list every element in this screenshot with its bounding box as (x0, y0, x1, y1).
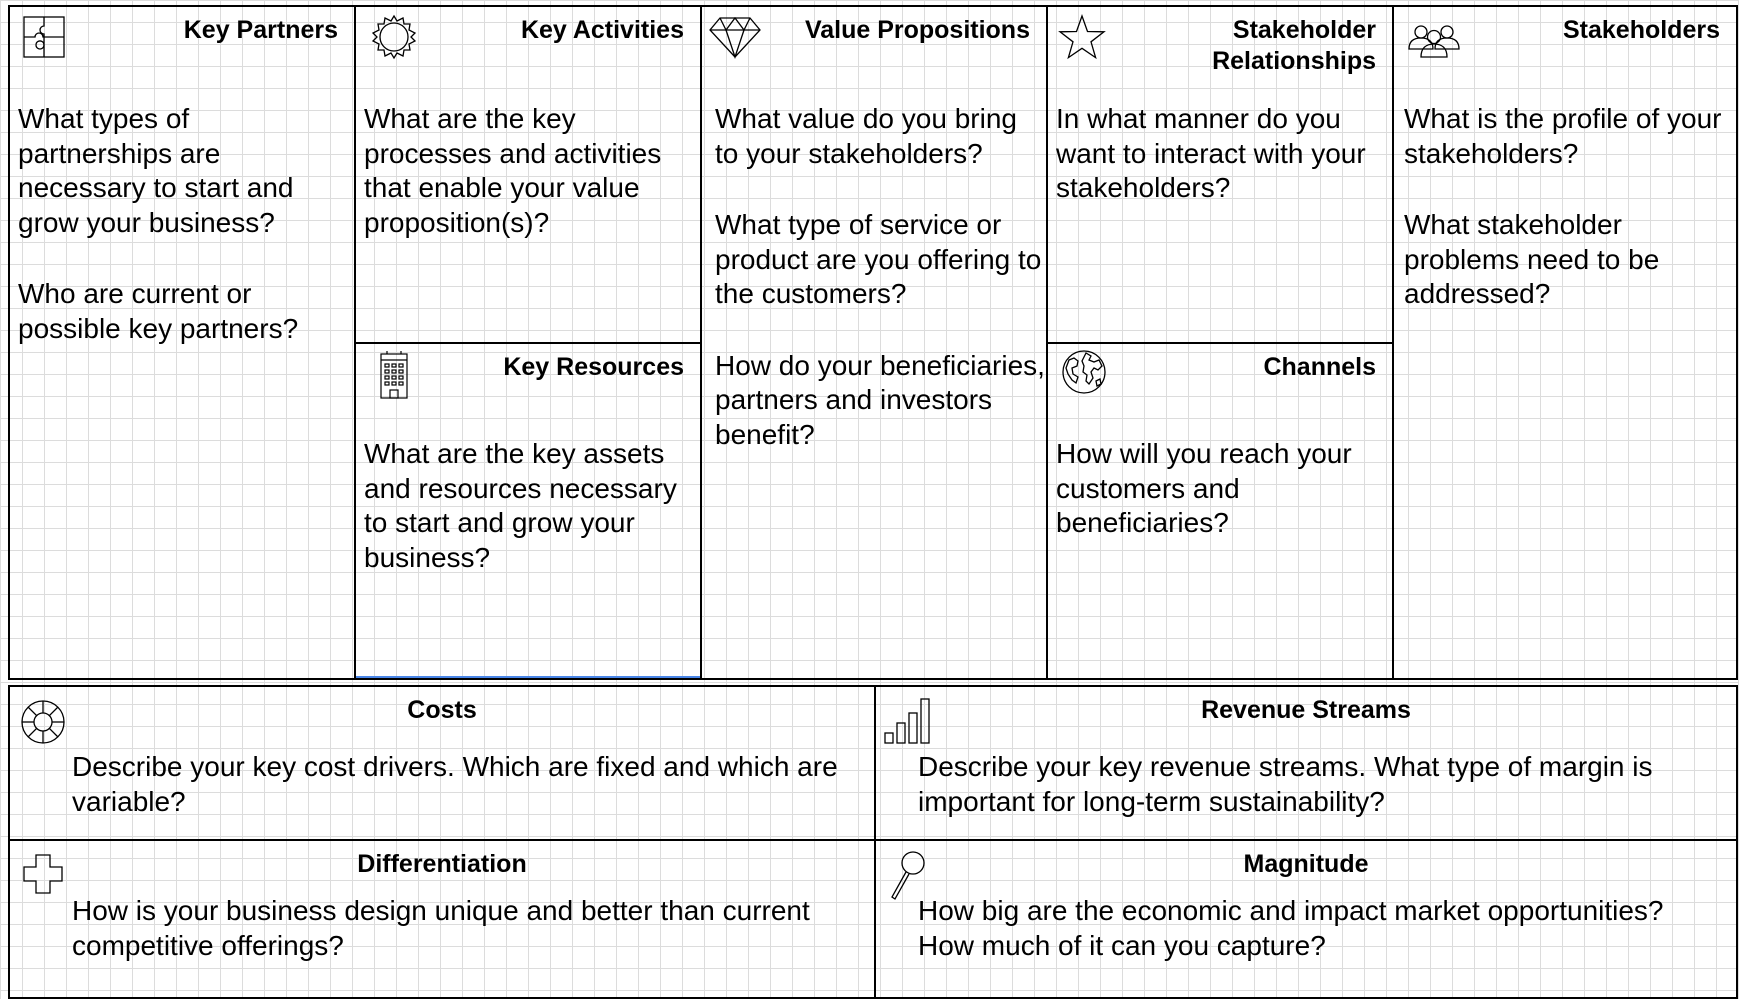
value-propositions-question: What type of service or product are you … (715, 209, 1042, 309)
magnitude-title: Magnitude (1243, 850, 1369, 878)
costs-cell[interactable]: Costs Describe your key cost drivers. Wh… (8, 685, 876, 841)
magnitude-question: How big are the economic and impact mark… (918, 895, 1664, 961)
key-partners-question: What types of partnerships are necessary… (18, 103, 294, 238)
costs-body: Describe your key cost drivers. Which ar… (72, 750, 862, 819)
magnitude-body: How big are the economic and impact mark… (918, 894, 1708, 963)
value-propositions-body: What value do you bring to your stakehol… (715, 102, 1045, 452)
stakeholders-question: What is the profile of your stakeholders… (1404, 103, 1722, 169)
bar-chart-icon (882, 695, 938, 750)
key-activities-question: What are the key processes and activitie… (364, 103, 662, 238)
value-propositions-title: Value Propositions (804, 16, 1030, 44)
stakeholders-cell[interactable]: Stakeholders What is the profile of your… (1392, 5, 1738, 680)
magnitude-cell[interactable]: Magnitude How big are the economic and i… (874, 839, 1738, 999)
key-resources-cell[interactable]: Key Resources What are the key assets an… (354, 342, 702, 680)
key-partners-body: What types of partnerships are necessary… (18, 102, 348, 346)
key-partners-title: Key Partners (183, 16, 338, 44)
key-resources-question: What are the key assets and resources ne… (364, 438, 677, 573)
stakeholder-relationships-title-line: Relationships (1212, 47, 1376, 75)
stakeholders-title: Stakeholders (1562, 16, 1720, 44)
stakeholder-relationships-body: In what manner do you want to interact w… (1056, 102, 1390, 206)
key-resources-title: Key Resources (503, 353, 684, 381)
revenue-streams-question: Describe your key revenue streams. What … (918, 751, 1653, 817)
channels-title: Channels (1263, 353, 1376, 381)
differentiation-title: Differentiation (357, 850, 527, 878)
gear-icon (370, 13, 418, 66)
magnifier-icon (888, 849, 928, 906)
selection-underline (356, 676, 700, 678)
stakeholder-relationships-title-line: Stakeholder (1232, 16, 1376, 44)
diamond-icon (708, 15, 762, 64)
stakeholder-relationships-cell[interactable]: Stakeholder Relationships In what manner… (1046, 5, 1394, 344)
key-partners-question: Who are current or possible key partners… (18, 278, 299, 344)
revenue-streams-title: Revenue Streams (1201, 696, 1411, 724)
star-icon (1058, 13, 1106, 66)
stakeholders-body: What is the profile of your stakeholders… (1404, 102, 1724, 312)
value-propositions-question: How do your beneficiaries, partners and … (715, 349, 1045, 450)
key-activities-title: Key Activities (520, 16, 684, 44)
channels-body: How will you reach your customers and be… (1056, 437, 1386, 541)
key-activities-body: What are the key processes and activitie… (364, 102, 694, 240)
value-propositions-cell[interactable]: Value Propositions What value do you bri… (700, 5, 1048, 680)
key-partners-cell[interactable]: Key Partners What types of partnerships … (8, 5, 356, 680)
revenue-streams-body: Describe your key revenue streams. What … (918, 750, 1708, 819)
cross-icon (22, 853, 64, 900)
puzzle-icon (22, 15, 66, 64)
channels-question: How will you reach your customers and be… (1056, 438, 1352, 538)
building-icon (378, 350, 410, 405)
people-icon (1406, 19, 1462, 64)
costs-question: Describe your key cost drivers. Which ar… (72, 751, 838, 817)
costs-title: Costs (407, 696, 477, 724)
differentiation-cell[interactable]: Differentiation How is your business des… (8, 839, 876, 999)
globe-icon (1060, 348, 1108, 401)
stakeholders-question: What stakeholder problems need to be add… (1404, 209, 1660, 309)
value-propositions-question: What value do you bring to your stakehol… (715, 103, 1017, 169)
revenue-streams-cell[interactable]: Revenue Streams Describe your key revenu… (874, 685, 1738, 841)
differentiation-question: How is your business design unique and b… (72, 895, 810, 961)
stakeholder-relationships-question: In what manner do you want to interact w… (1056, 103, 1366, 203)
differentiation-body: How is your business design unique and b… (72, 894, 862, 963)
stakeholder-relationships-title: Stakeholder Relationships (1212, 15, 1376, 77)
channels-cell[interactable]: Channels How will you reach your custome… (1046, 342, 1394, 680)
key-resources-body: What are the key assets and resources ne… (364, 437, 694, 575)
lifebuoy-icon (20, 699, 66, 750)
key-activities-cell[interactable]: Key Activities What are the key processe… (354, 5, 702, 344)
